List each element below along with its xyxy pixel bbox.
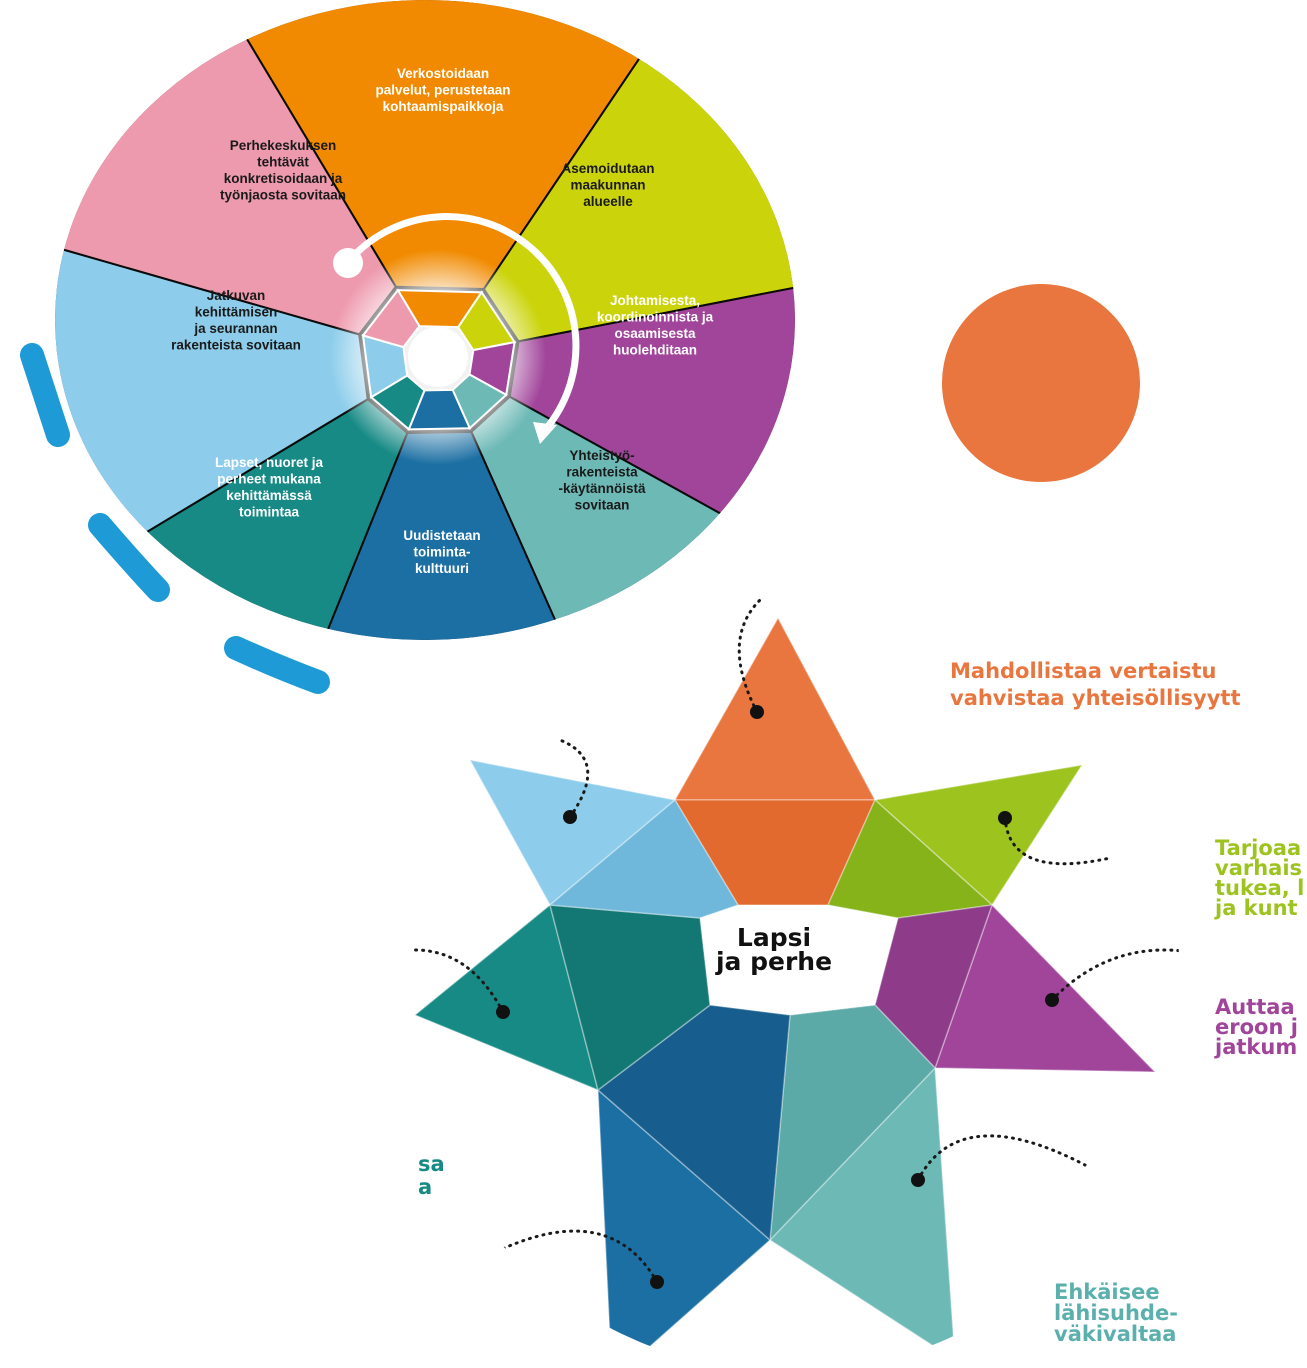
arrow-dot-6 (650, 1275, 664, 1289)
star-label-line: tukea, l (1215, 876, 1304, 900)
star-label-line: a (418, 1175, 432, 1199)
wheel-label-line: koordinoinnista ja (597, 310, 714, 325)
dotted-arrow-3 (1003, 816, 1112, 866)
wheel-label-line: osaamisesta (614, 326, 696, 341)
star-label-line: sa (418, 1152, 445, 1176)
wheel-label-line: tehtävät (257, 155, 309, 170)
star-center-line: ja perhe (715, 947, 832, 976)
wheel-label-line: kehittämisen (195, 305, 278, 320)
star-label-line: Auttaa (1215, 995, 1295, 1019)
star-label-line: jatkum (1214, 1035, 1297, 1059)
dotted-arrow-4 (1050, 948, 1180, 1002)
star-center-hub (700, 905, 898, 1015)
arrow-dot-7 (496, 1005, 510, 1019)
wheel-label-line: kulttuuri (415, 561, 469, 576)
arrow-dot-3 (998, 811, 1012, 825)
dash-3 (224, 636, 330, 694)
dotted-arrow-5 (916, 1134, 1087, 1182)
wheel-label-line: maakunnan (570, 178, 645, 193)
wheel-label-line: kehittämässä (226, 488, 312, 503)
dash-2 (88, 513, 170, 602)
star-label-line: eroon j (1215, 1015, 1298, 1039)
star-label-line: Mahdollistaa vertaistu (950, 659, 1216, 683)
arrow-dot-4 (1045, 993, 1059, 1007)
wheel-label-line: perheet mukana (217, 472, 321, 487)
family-star: Mahdollistaa vertaistu vahvistaa yhteisöl… (413, 592, 1304, 1368)
blue-dashed-arc (20, 343, 330, 694)
wheel-label-line: toiminta- (414, 545, 471, 560)
wheel-label-line: kohtaamispaikkoja (383, 99, 504, 114)
arrow-dot-1 (750, 705, 764, 719)
wheel-label-line: Perhekeskuksen (230, 138, 337, 153)
star-label-line: varhais (1215, 856, 1302, 880)
rotation-arrow-head (533, 422, 557, 444)
star-label-line: Tarjoaa (1215, 836, 1301, 860)
wheel-label-line: konkretisoidaan ja (224, 171, 343, 186)
star-point-top (673, 616, 877, 801)
wheel-label-line: Lapset, nuoret ja (215, 455, 324, 470)
hub-wedge-pink (361, 288, 421, 349)
dotted-arrow-6 (498, 1229, 659, 1284)
wheel-label-teal-light: Yhteistyö-rakenteista-käytännöistä sovita… (558, 448, 646, 513)
dotted-arrow-2 (818, 592, 987, 632)
star-label-line: väkivaltaa (1054, 1322, 1176, 1346)
wheel-label-line: rakenteista (566, 465, 638, 480)
wheel-label-line: palvelut, perustetaan (375, 83, 510, 98)
arrow-dot-8 (563, 810, 577, 824)
star-label-top: Mahdollistaa vertaistu vahvistaa yhteisöl… (950, 659, 1240, 710)
star-label-line: lähisuhde- (1054, 1301, 1178, 1325)
wheel-label-line: huolehditaan (613, 343, 697, 358)
hub-center (408, 327, 468, 387)
rotation-arrow-start-dot (333, 248, 363, 278)
wheel-label-line: Johtamisesta, (610, 293, 700, 308)
orange-circle (942, 284, 1140, 482)
wheel-label-line: alueelle (583, 194, 633, 209)
star-label-line: ja kunt (1214, 896, 1298, 920)
star-label-line: vahvistaa yhteisöllisyytt (950, 686, 1240, 710)
wheel-label-line: rakenteista sovitaan (171, 338, 301, 353)
star-center-line: Lapsi (737, 923, 811, 952)
arrow-dot-5 (911, 1173, 925, 1187)
dash-1 (20, 343, 70, 447)
wheel-label-line: Yhteistyö- (569, 448, 634, 463)
rotation-arrow (344, 213, 580, 434)
wheel-label-line: Uudistetaan (403, 528, 480, 543)
wheel-label-line: toimintaa (239, 505, 299, 520)
wheel-label-line: Asemoidutaan (561, 161, 654, 176)
wheel-label-line: työnjaosta sovitaan (220, 188, 346, 203)
star-label-line: Ehkäisee (1054, 1280, 1160, 1304)
wheel-label-line: sovitaan (575, 498, 630, 513)
wheel-label-blue-dark: Uudistetaan toiminta-kulttuuri (403, 528, 480, 576)
wheel-label-line: Jatkuvan (207, 288, 266, 303)
wheel-label-line: -käytännöistä (558, 481, 646, 496)
dotted-arrow-7 (413, 948, 505, 1014)
dotted-arrow-8 (558, 738, 590, 819)
wheel-label-line: Verkostoidaan (397, 66, 489, 81)
wheel-label-line: ja seurannan (193, 321, 277, 336)
